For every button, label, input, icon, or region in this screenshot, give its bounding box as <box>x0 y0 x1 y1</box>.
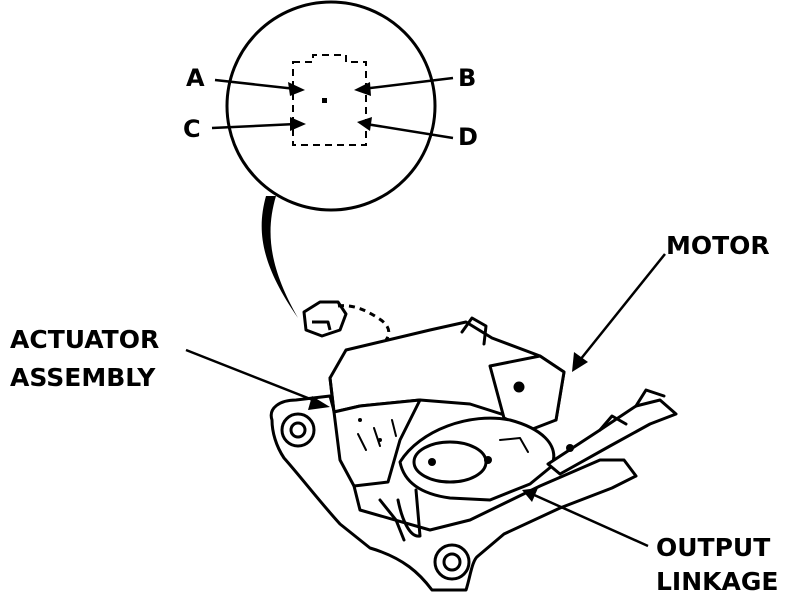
actuator-body <box>269 316 678 592</box>
motor-leader <box>572 253 666 372</box>
pin-b-arrow <box>354 76 454 96</box>
actuator-label-line1: ACTUATOR <box>10 325 159 354</box>
pin-a-arrow <box>214 78 305 96</box>
actuator-label-line2: ASSEMBLY <box>10 363 156 392</box>
detail-dots <box>358 418 574 466</box>
motor-label: MOTOR <box>666 231 770 260</box>
pin-c-label: C <box>183 115 201 143</box>
callout-swoosh <box>261 196 298 318</box>
connector-detail: A B C D <box>183 0 478 212</box>
output-cable <box>546 398 678 476</box>
pin-b-label: B <box>458 64 476 92</box>
pin-d-arrow <box>357 117 454 140</box>
pin-d-label: D <box>458 123 478 151</box>
actuator-leader <box>185 348 330 410</box>
magnifier-circle <box>225 0 437 212</box>
output-label-line2: LINKAGE <box>656 567 778 596</box>
connector-plug <box>302 300 391 341</box>
connector-outline <box>292 54 367 146</box>
output-label-line1: OUTPUT <box>656 533 770 562</box>
output-leader <box>522 488 649 548</box>
pin-a-label: A <box>186 64 205 92</box>
pin-c-arrow <box>211 117 306 131</box>
